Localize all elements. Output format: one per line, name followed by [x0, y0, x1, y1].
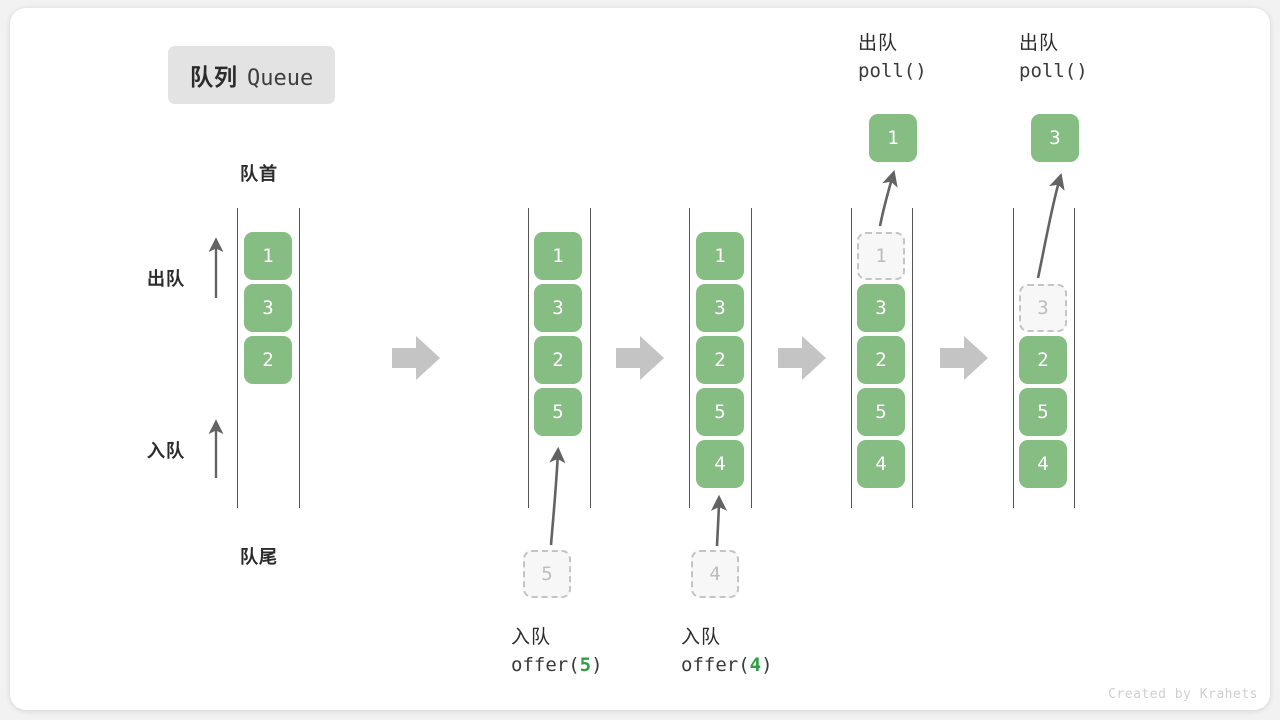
caption-poll-3: 出队 poll() [1019, 28, 1088, 82]
queue-cell[interactable]: 2 [534, 336, 582, 384]
queue-stack-after-poll-3: 3 2 5 4 [1019, 284, 1067, 488]
caption-line-cn: 入队 [681, 626, 722, 648]
queue-cell[interactable]: 5 [696, 388, 744, 436]
title-chinese: 队列 [190, 64, 238, 90]
caption-line-code: poll() [858, 60, 927, 82]
diagram-card [10, 8, 1270, 710]
diagram-title-badge: 队列 Queue [168, 46, 336, 104]
caption-line-cn: 出队 [1019, 32, 1060, 54]
queue-cell[interactable]: 5 [534, 388, 582, 436]
queue-rail-left [689, 208, 690, 508]
incoming-element-ghost: 4 [691, 550, 739, 598]
incoming-element-ghost: 5 [523, 550, 571, 598]
caption-op: offer( [511, 654, 580, 676]
enqueue-label: 入队 [147, 441, 185, 461]
queue-cell[interactable]: 3 [696, 284, 744, 332]
queue-rail-left [1013, 208, 1014, 508]
credit-watermark: Created by Krahets [1108, 687, 1258, 702]
caption-poll-1: 出队 poll() [858, 28, 927, 82]
polled-element[interactable]: 3 [1031, 114, 1079, 162]
queue-cell[interactable]: 2 [857, 336, 905, 384]
queue-cell[interactable]: 4 [696, 440, 744, 488]
queue-rail-right [299, 208, 300, 508]
queue-cell[interactable]: 1 [534, 232, 582, 280]
front-label: 队首 [240, 164, 278, 184]
caption-value: 5 [579, 654, 592, 676]
caption-value: 4 [749, 654, 762, 676]
caption-close: ) [591, 654, 603, 676]
queue-cell[interactable]: 5 [857, 388, 905, 436]
caption-close: ) [761, 654, 773, 676]
queue-rail-right [751, 208, 752, 508]
queue-rail-right [912, 208, 913, 508]
queue-cell-ghost: 3 [1019, 284, 1067, 332]
queue-stack-after-offer-4: 1 3 2 5 4 [696, 232, 744, 488]
queue-cell[interactable]: 3 [857, 284, 905, 332]
queue-cell[interactable]: 5 [1019, 388, 1067, 436]
caption-line-cn: 出队 [858, 32, 899, 54]
polled-element[interactable]: 1 [869, 114, 917, 162]
caption-line-cn: 入队 [511, 626, 552, 648]
queue-cell[interactable]: 3 [534, 284, 582, 332]
queue-cell[interactable]: 1 [696, 232, 744, 280]
queue-cell[interactable]: 3 [244, 284, 292, 332]
caption-line-code: poll() [1019, 60, 1088, 82]
queue-cell[interactable]: 1 [244, 232, 292, 280]
queue-stack-initial: 1 3 2 [244, 232, 292, 384]
rear-label: 队尾 [240, 547, 278, 567]
queue-cell[interactable]: 4 [857, 440, 905, 488]
queue-rail-right [1074, 208, 1075, 508]
title-english: Queue [247, 66, 314, 91]
caption-offer-4: 入队 offer(4) [681, 622, 773, 676]
dequeue-label: 出队 [147, 269, 185, 289]
queue-cell[interactable]: 2 [244, 336, 292, 384]
queue-cell[interactable]: 2 [1019, 336, 1067, 384]
queue-rail-left [237, 208, 238, 508]
queue-cell-ghost: 1 [857, 232, 905, 280]
caption-line-code: offer(5) [511, 654, 603, 676]
caption-line-code: offer(4) [681, 654, 773, 676]
queue-cell[interactable]: 2 [696, 336, 744, 384]
queue-rail-left [528, 208, 529, 508]
caption-offer-5: 入队 offer(5) [511, 622, 603, 676]
queue-stack-after-offer-5: 1 3 2 5 [534, 232, 582, 436]
caption-op: offer( [681, 654, 750, 676]
queue-stack-after-poll-1: 1 3 2 5 4 [857, 232, 905, 488]
queue-rail-right [590, 208, 591, 508]
queue-rail-left [851, 208, 852, 508]
queue-cell[interactable]: 4 [1019, 440, 1067, 488]
